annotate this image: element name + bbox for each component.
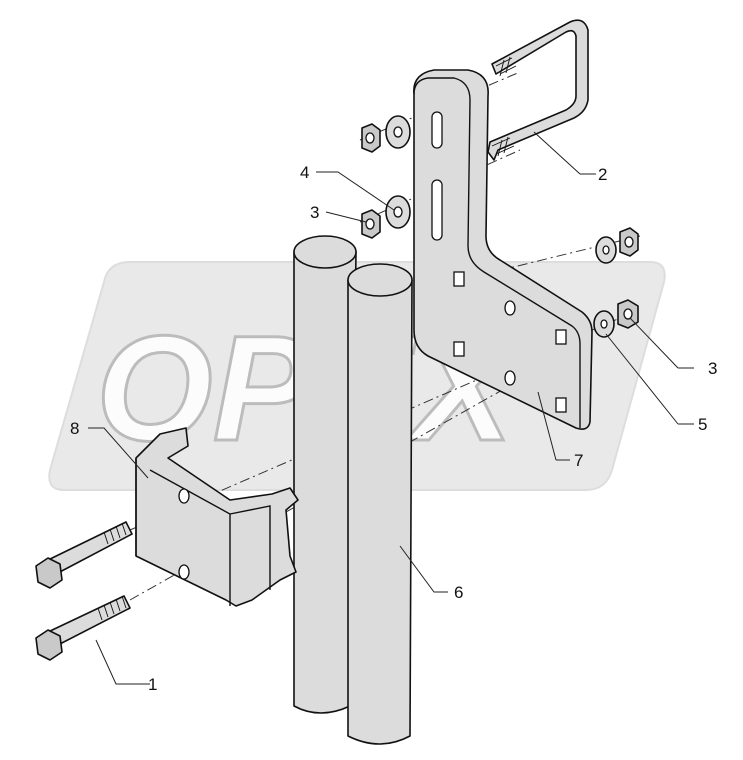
bracket-round-hole-1 <box>504 300 516 316</box>
u-bolt <box>487 19 589 161</box>
callout-4: 4 <box>300 163 309 182</box>
bracket-round-hole-2 <box>504 370 516 386</box>
mounting-bracket-plate <box>413 69 593 430</box>
callout-labels: 1 2 3 3 4 5 6 7 8 <box>70 163 717 694</box>
leader-lines <box>88 131 694 685</box>
callout-6: 6 <box>454 583 463 602</box>
nut-right-upper <box>619 227 639 257</box>
bolt-lower <box>35 595 131 661</box>
bracket-square-hole-1 <box>453 271 465 287</box>
callout-5: 5 <box>698 415 707 434</box>
nut-middle <box>361 209 381 239</box>
washer-middle <box>385 195 411 229</box>
tube-clamp <box>135 427 299 607</box>
bolt-upper <box>35 521 133 589</box>
nut-upper <box>361 123 381 153</box>
bracket-square-hole-4 <box>555 397 567 413</box>
callout-3a: 3 <box>310 203 319 222</box>
callout-3b: 3 <box>708 359 717 378</box>
callout-8: 8 <box>70 419 79 438</box>
washer-upper <box>385 115 411 149</box>
bracket-square-hole-2 <box>453 341 465 357</box>
washer-right-lower <box>593 310 615 338</box>
washer-right-upper <box>595 236 617 264</box>
bracket-slot-lower <box>431 179 443 241</box>
callout-2: 2 <box>598 165 607 184</box>
tube-rear <box>293 235 357 714</box>
callout-7: 7 <box>574 451 583 470</box>
bracket-slot-upper <box>431 111 443 149</box>
tube-front <box>347 263 413 745</box>
bracket-square-hole-3 <box>555 329 567 345</box>
callout-1: 1 <box>148 675 157 694</box>
